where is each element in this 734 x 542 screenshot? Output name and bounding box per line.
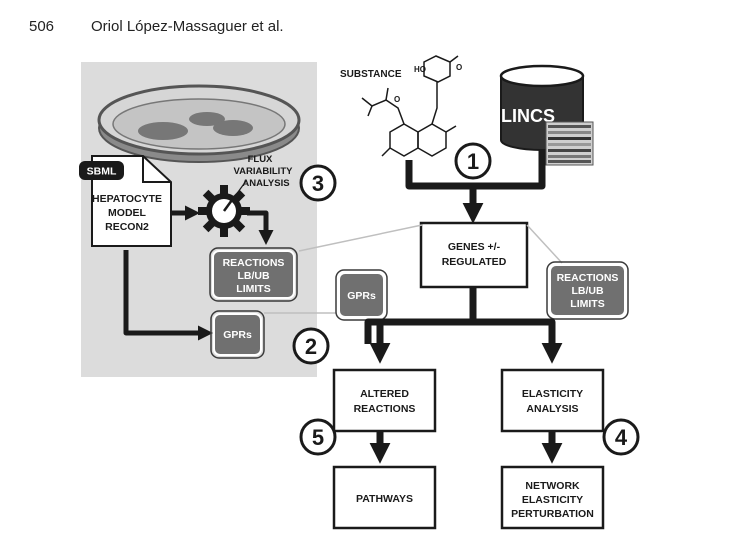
connector-reactions-left bbox=[298, 224, 423, 252]
gprs-box-left bbox=[213, 313, 262, 356]
network-line-2: ELASTICITY bbox=[522, 494, 583, 506]
altered-line-1: ALTERED bbox=[360, 388, 409, 400]
pathways-box bbox=[332, 465, 437, 530]
chem-o: O bbox=[456, 63, 462, 72]
elasticity-line-1: ELASTICITY bbox=[522, 388, 583, 400]
step-5-marker bbox=[299, 418, 337, 456]
step-4-label: 4 bbox=[615, 425, 628, 450]
reactions-left-line-2: LB/UB bbox=[237, 270, 269, 282]
page-number: 506 bbox=[29, 18, 55, 35]
step-2-marker bbox=[292, 327, 330, 365]
step-3-marker bbox=[299, 164, 337, 202]
substance-label: SUBSTANCE bbox=[340, 69, 402, 80]
gprs-box-left-outline bbox=[210, 310, 265, 359]
chem-oh: HO bbox=[414, 65, 426, 74]
network-elasticity-box bbox=[500, 465, 605, 530]
genes-box bbox=[419, 221, 529, 289]
reactions-limits-box-right-outline bbox=[546, 261, 629, 320]
reactions-left-line-3: LIMITS bbox=[236, 283, 270, 295]
reactions-right-line-3: LIMITS bbox=[570, 298, 604, 310]
sbml-label: SBML bbox=[87, 166, 117, 178]
reactions-right-line-1: REACTIONS bbox=[557, 272, 619, 284]
gprs-left-label: GPRs bbox=[223, 329, 252, 341]
petri-dish-icon bbox=[97, 84, 301, 163]
sbml-badge bbox=[79, 161, 124, 180]
reactions-right-line-2: LB/UB bbox=[571, 285, 603, 297]
elasticity-analysis-box bbox=[500, 368, 605, 433]
step-5-label: 5 bbox=[312, 425, 324, 450]
model-line-1: HEPATOCYTE bbox=[92, 193, 162, 205]
chem-o2: O bbox=[394, 95, 400, 104]
gear-to-reactions-arrow bbox=[247, 210, 274, 245]
flux-line-3: ANALYSIS bbox=[242, 178, 289, 189]
lincs-label: LINCS bbox=[501, 106, 555, 126]
genes-line-2: REGULATED bbox=[442, 256, 507, 268]
altered-reactions-box bbox=[332, 368, 437, 433]
gear-icon bbox=[198, 180, 250, 237]
heatmap-icon bbox=[545, 121, 594, 166]
reactions-left-line-1: REACTIONS bbox=[223, 257, 285, 269]
network-line-3: PERTURBATION bbox=[511, 508, 594, 520]
molecule-icon bbox=[361, 55, 459, 157]
reactions-limits-box-left bbox=[212, 250, 295, 299]
split-bar bbox=[364, 318, 556, 344]
authors: Oriol López-Massaguer et al. bbox=[91, 18, 284, 35]
model-line-3: RECON2 bbox=[105, 221, 149, 233]
connector-reactions-right bbox=[526, 224, 563, 264]
flux-line-2: VARIABILITY bbox=[234, 166, 294, 177]
reactions-limits-box-outline bbox=[209, 247, 298, 302]
altered-line-2: REACTIONS bbox=[354, 403, 416, 415]
elasticity-line-2: ANALYSIS bbox=[526, 403, 578, 415]
step-2-label: 2 bbox=[305, 334, 317, 359]
gprs-box-mid-outline bbox=[335, 269, 388, 321]
step-1-label: 1 bbox=[467, 149, 479, 174]
gprs-box-mid bbox=[338, 272, 385, 318]
reactions-limits-box-right bbox=[549, 264, 626, 317]
step-4-marker bbox=[602, 418, 640, 456]
step-1-marker bbox=[454, 142, 492, 180]
flux-line-1: FLUX bbox=[248, 154, 273, 165]
step-3-label: 3 bbox=[312, 171, 324, 196]
page-header: 506 Oriol López-Massaguer et al. bbox=[29, 18, 284, 35]
model-to-gprs-arrow bbox=[123, 250, 213, 341]
model-line-2: MODEL bbox=[108, 207, 147, 219]
pathways-label: PATHWAYS bbox=[356, 493, 413, 505]
gprs-mid-label: GPRs bbox=[347, 290, 376, 302]
network-line-1: NETWORK bbox=[525, 480, 580, 492]
genes-line-1: GENES +/- bbox=[448, 241, 501, 253]
